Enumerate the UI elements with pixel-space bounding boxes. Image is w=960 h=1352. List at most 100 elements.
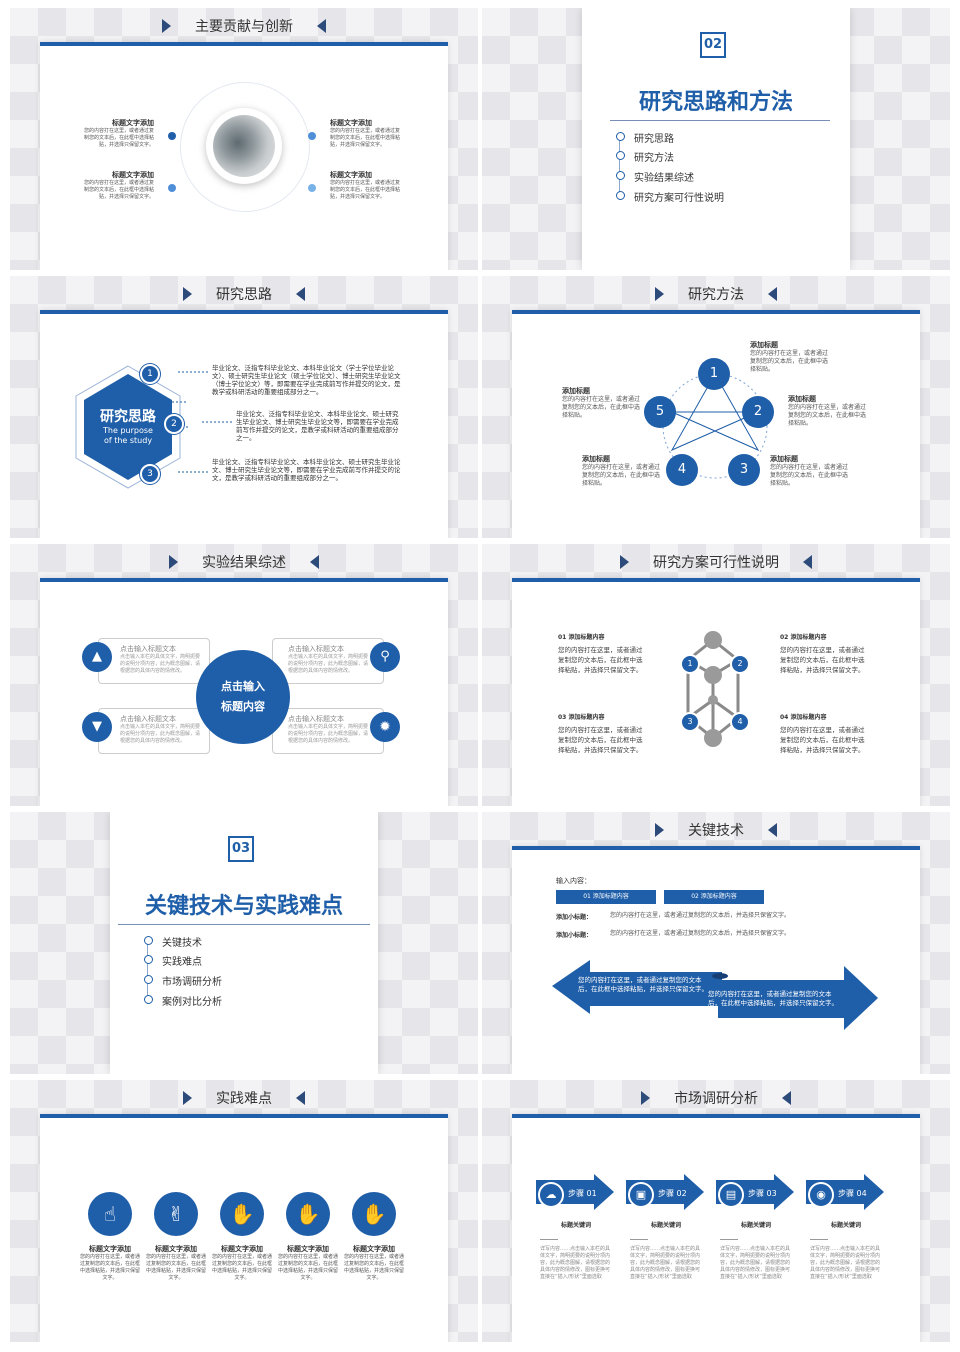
- chart-up-icon: ▲: [82, 642, 112, 672]
- bullet-line: [147, 942, 148, 1004]
- dot-icon: [308, 184, 316, 192]
- dot-icon: [168, 132, 176, 140]
- tag-pill: 01 添加标题内容: [556, 890, 656, 904]
- item-body: 您的内容打在这里，或者通过复制您的文本后，在此框中选择粘贴，并选择只保留文字。: [80, 1254, 141, 1281]
- chevron-left-icon: [803, 555, 812, 569]
- label-body: 您的内容打在这里，或者通过复制您的文本后，在此框中选择粘贴。: [788, 404, 867, 427]
- method-node: 4: [666, 454, 698, 486]
- slide-feasibility: 研究方案可行性说明 1 2 3 4 01 添加标题内容 您的内容打在这里，或者通…: [482, 544, 950, 806]
- step-label: 步骤 01: [568, 1189, 597, 1198]
- step-text: 标题关键词 详写内容……点击输入本栏的具体文字，简明扼要的说明分项内容，此为概念…: [810, 1220, 882, 1281]
- item-heading: 02 添加标题内容: [780, 634, 827, 641]
- feasibility-node: 4: [730, 712, 750, 732]
- item-body: 您的内容打在这里，或者通过复制您的文本后，在此框中选择粘贴，并选择只保留文字。: [212, 1254, 273, 1281]
- point-text: 毕业论文、泛指专科毕业论文、本科毕业论文（学士学位毕业论文）、硕士研究生毕业论文…: [212, 364, 401, 396]
- step-body: 详写内容……点击输入本栏的具体文字，简明扼要的说明分项内容，此为概念图解，请根据…: [630, 1246, 701, 1280]
- label-heading: 添加标题: [770, 455, 798, 463]
- slide-card: 研究思路 The purpose of the study 1 2 3 毕业论文…: [40, 310, 448, 538]
- feasibility-text: 01 添加标题内容 您的内容打在这里，或者通过复制您的文本后，在此框中选择粘贴，…: [558, 632, 644, 675]
- three-finger-hand-icon: ✋: [220, 1192, 264, 1236]
- title-underline: [610, 120, 830, 121]
- hand-item-text: 标题文字添加 您的内容打在这里，或者通过复制您的文本后，在此框中选择粘贴，并选择…: [212, 1244, 272, 1282]
- row-label: 添加小标题：: [556, 914, 593, 921]
- label-block: 添加标题 您的内容打在这里，或者通过复制您的文本后，在此框中选择粘贴。: [770, 454, 850, 488]
- item-body: 您的内容打在这里，或者通过复制您的文本后，在此框中选择粘贴，并选择只保留文字。: [146, 1254, 207, 1281]
- slide-section-02: 02 研究思路和方法 研究思路 研究方法 实验结果综述 研究方案可行性说明: [482, 8, 950, 270]
- section-card: 03 关键技术与实践难点 关键技术 实践难点 市场调研分析 案例对比分析: [110, 812, 378, 1074]
- section-bullet: 市场调研分析: [144, 973, 222, 988]
- arrow-right-text: 您的内容打在这里，或者通过复制您的文本后，在此框中选择粘贴，并选择只保留文字。: [708, 990, 838, 1007]
- feasibility-node: 2: [730, 654, 750, 674]
- section-title: 研究思路和方法: [638, 90, 793, 115]
- outer-ring: [180, 82, 310, 212]
- slide-title: 实践难点: [216, 1091, 272, 1107]
- section-number: 02: [700, 32, 726, 58]
- text-block: 标题文字添加 您的内容打在这里，或者通过复制您的文本后，在此框中选择粘贴，并选择…: [330, 118, 400, 149]
- slide-card: 1 2 3 4 5 添加标题 您的内容打在这里，或者通过复制您的文本后，在此框中…: [512, 310, 920, 538]
- section-bullet: 关键技术: [144, 934, 202, 949]
- label-block: 添加标题 您的内容打在这里，或者通过复制您的文本后，在此框中选择粘贴。: [562, 386, 642, 420]
- slide-title: 研究思路: [216, 287, 272, 303]
- feasibility-node: 3: [680, 712, 700, 732]
- section-card: 02 研究思路和方法 研究思路 研究方法 实验结果综述 研究方案可行性说明: [582, 8, 850, 270]
- label-body: 您的内容打在这里，或者通过复制您的文本后，在此框中选择粘贴。: [770, 464, 849, 487]
- item-body: 您的内容打在这里，或者通过复制您的文本后，在此框中选择粘贴，并选择只保留文字。: [344, 1254, 405, 1281]
- chevron-left-icon: [782, 1091, 791, 1105]
- center-text: 标题内容: [221, 700, 265, 713]
- box-text: 点击输入标题文本 点击输入本栏的具体文字，简明扼要的说明分项内容，此为概念图解，…: [288, 644, 368, 675]
- chevron-left-icon: [296, 287, 305, 301]
- chevron-right-icon: [655, 287, 664, 301]
- slide-card: ☝ ✌ ✋ ✋ ✋ 标题文字添加 您的内容打在这里，或者通过复制您的文本后，在此…: [40, 1114, 448, 1342]
- double-arrow-graphic: [552, 960, 878, 1030]
- label-body: 您的内容打在这里，或者通过复制您的文本后，在此框中选择粘贴。: [582, 464, 661, 487]
- dot-icon: [308, 132, 316, 140]
- text-block: 标题文字添加 您的内容打在这里，或者通过复制您的文本后，在此框中选择粘贴，并选择…: [84, 170, 154, 201]
- slide-header: 研究思路: [10, 284, 478, 304]
- step-text: 标题关键词 详写内容……点击输入本栏的具体文字，简明扼要的说明分项内容，此为概念…: [630, 1220, 702, 1281]
- row-text: 您的内容打在这里，或者通过复制您的文本后，并选择只保留文字。: [610, 930, 791, 937]
- slide-practice-difficulties: 实践难点 ☝ ✌ ✋ ✋ ✋ 标题文字添加 您的内容打在这里，或者通过复制您的文…: [10, 1080, 478, 1342]
- chevron-right-icon: [169, 555, 178, 569]
- method-node: 2: [742, 396, 774, 428]
- item-heading: 标题文字添加: [353, 1245, 395, 1253]
- item-body: 您的内容打在这里，或者通过复制您的文本后，在此框中选择粘贴，并选择只保留文字。: [558, 646, 643, 674]
- chevron-right-icon: [183, 287, 192, 301]
- step-heading: 标题关键词: [740, 1222, 771, 1229]
- box-body: 点击输入本栏的具体文字，简明扼要的说明分项内容，此为概念图解，请根据您的具体内容…: [120, 654, 201, 674]
- chevron-right-icon: [620, 555, 629, 569]
- box-body: 点击输入本栏的具体文字，简明扼要的说明分项内容，此为概念图解，请根据您的具体内容…: [288, 724, 369, 744]
- hex-subtitle: The purpose: [103, 426, 153, 435]
- item-heading: 标题文字添加: [112, 119, 154, 127]
- chevron-right-icon: [183, 1091, 192, 1105]
- slide-title: 实验结果综述: [202, 555, 286, 571]
- box-body: 点击输入本栏的具体文字，简明扼要的说明分项内容，此为概念图解，请根据您的具体内容…: [120, 724, 201, 744]
- slide-research-idea: 研究思路 研究思路 The purpose of the study 1 2 3…: [10, 276, 478, 538]
- row-label: 添加小标题：: [556, 932, 593, 939]
- bullet-line: [619, 138, 620, 200]
- five-finger-hand-icon: ✋: [352, 1192, 396, 1236]
- box-text: 点击输入标题文本 点击输入本栏的具体文字，简明扼要的说明分项内容，此为概念图解，…: [120, 714, 200, 745]
- step-heading: 标题关键词: [560, 1222, 591, 1229]
- label-body: 您的内容打在这里，或者通过复制您的文本后，在此框中选择粘贴。: [562, 396, 641, 419]
- step-badge: 1: [140, 364, 160, 384]
- slide-market-research: 市场调研分析 ☁ ▣ ▤ ◉ 步骤 01 步骤 02 步骤 03 步骤 04 标…: [482, 1080, 950, 1342]
- box-text: 点击输入标题文本 点击输入本栏的具体文字，简明扼要的说明分项内容，此为概念图解，…: [288, 714, 368, 745]
- one-finger-hand-icon: ☝: [88, 1192, 132, 1236]
- label-block: 添加标题 您的内容打在这里，或者通过复制您的文本后，在此框中选择粘贴。: [750, 340, 830, 374]
- input-label: 输入内容：: [556, 877, 591, 885]
- section-bullet: 研究方案可行性说明: [616, 189, 724, 204]
- box-text: 点击输入标题文本 点击输入本栏的具体文字，简明扼要的说明分项内容，此为概念图解，…: [120, 644, 200, 675]
- label-heading: 添加标题: [788, 395, 816, 403]
- item-body: 您的内容打在这里，或者通过复制您的文本后，在此框中选择粘贴，并选择只保留文字。: [330, 180, 401, 200]
- section-bullet: 研究思路: [616, 130, 674, 145]
- text-block: 标题文字添加 您的内容打在这里，或者通过复制您的文本后，在此框中选择粘贴，并选择…: [84, 118, 154, 149]
- label-block: 添加标题 您的内容打在这里，或者通过复制您的文本后，在此框中选择粘贴。: [788, 394, 868, 428]
- image-icon: ▣: [628, 1182, 654, 1208]
- hand-item-text: 标题文字添加 您的内容打在这里，或者通过复制您的文本后，在此框中选择粘贴，并选择…: [344, 1244, 404, 1282]
- section-number: 03: [228, 836, 254, 862]
- item-body: 您的内容打在这里，或者通过复制您的文本后，在此框中选择粘贴，并选择只保留文字。: [780, 726, 865, 754]
- slide-card: 1 2 3 4 01 添加标题内容 您的内容打在这里，或者通过复制您的文本后，在…: [512, 578, 920, 806]
- label-body: 您的内容打在这里，或者通过复制您的文本后，在此框中选择粘贴。: [750, 350, 829, 373]
- item-heading: 标题文字添加: [330, 119, 372, 127]
- hand-item-text: 标题文字添加 您的内容打在这里，或者通过复制您的文本后，在此框中选择粘贴，并选择…: [278, 1244, 338, 1282]
